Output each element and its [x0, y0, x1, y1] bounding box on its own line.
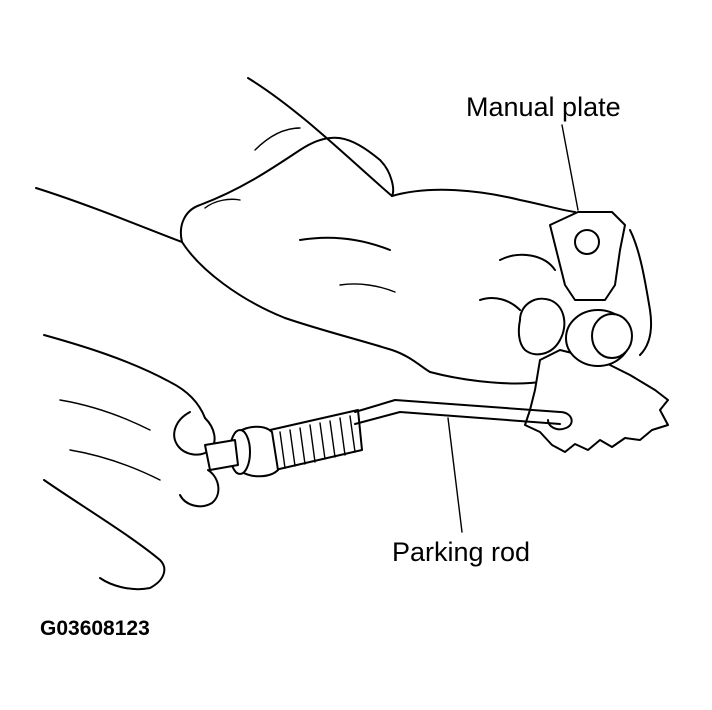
manual-plate-label: Manual plate [466, 92, 621, 122]
figure-code: G03608123 [40, 617, 150, 640]
manual-plate-leader-line [561, 124, 579, 211]
parking-rod-leader-line [447, 417, 463, 533]
upper-hand-drawing [35, 77, 653, 419]
lower-hand-drawing [43, 334, 220, 591]
parking-rod-part [204, 399, 573, 478]
parking-rod-label: Parking rod [392, 537, 531, 567]
manual-plate-part [524, 211, 669, 453]
